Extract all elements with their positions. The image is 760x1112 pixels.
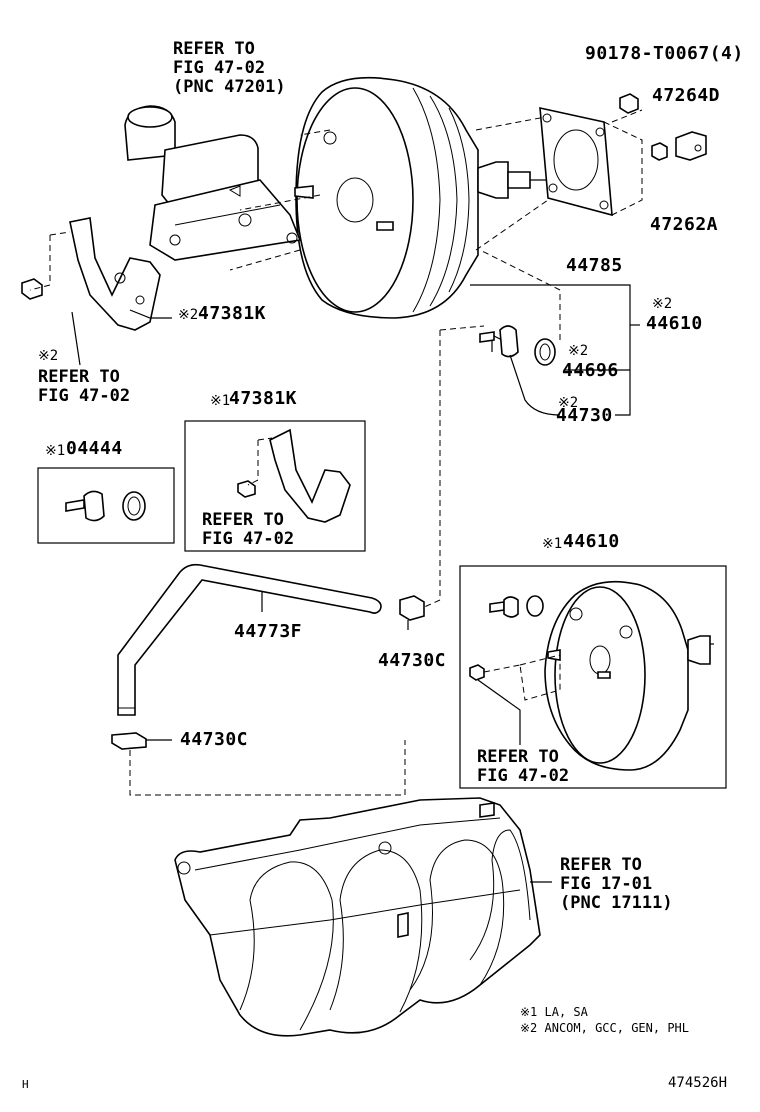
check-valve-04444[interactable] (65, 490, 146, 522)
mark-44730: ※2 (558, 395, 579, 411)
label-47262a: 47262A (650, 214, 719, 235)
legend-notes: ※1 LA, SA※2 ANCOM, GCC, GEN, PHL (520, 1005, 689, 1035)
box-44610 (459, 565, 727, 789)
label-44730c-upper: 44730C (378, 650, 447, 671)
master-cylinder[interactable] (124, 105, 302, 261)
bracket-47381k-variant[interactable] (237, 428, 351, 523)
nut-90178[interactable] (619, 93, 639, 114)
mark-47381k-box: ※1 (210, 393, 231, 409)
check-valve-44730[interactable] (479, 325, 519, 358)
mark-47381k: ※2 (178, 307, 199, 323)
mark-44696: ※2 (568, 343, 589, 359)
clevis-47264d[interactable] (675, 131, 707, 161)
label-44696: 44696 (562, 360, 619, 381)
label-44785: 44785 (566, 255, 623, 276)
label-44610: 44610 (646, 313, 703, 334)
grommet-44696[interactable] (534, 338, 556, 366)
label-44730c-lower: 44730C (180, 729, 249, 750)
label-47381k: 47381K (198, 303, 267, 324)
bracket-47381k[interactable] (69, 217, 161, 331)
mark-04444: ※1 (45, 443, 66, 459)
label-90178-t0067: 90178-T0067(4) (585, 43, 744, 64)
gasket-44785[interactable] (539, 106, 613, 217)
intake-manifold[interactable] (174, 797, 541, 1037)
box-47381k (184, 420, 366, 552)
mark-44610: ※2 (652, 296, 673, 312)
label-47381k-box: 47381K (229, 388, 298, 409)
box-04444 (37, 467, 175, 544)
mark-refer-left: ※2 (38, 348, 59, 364)
corner-code-left: H (22, 1078, 29, 1091)
brake-booster-main[interactable] (294, 76, 548, 319)
label-04444: 04444 (66, 438, 123, 459)
clamp-44730c-lower[interactable] (111, 732, 147, 750)
label-44773f: 44773F (234, 621, 303, 642)
brake-booster-variant[interactable] (469, 580, 714, 771)
label-44730: 44730 (556, 405, 613, 426)
diagram-id: 474526H (668, 1075, 728, 1091)
label-47264d: 47264D (652, 85, 721, 106)
hose-44773f[interactable] (117, 563, 382, 716)
clamp-44730c-upper[interactable] (399, 595, 425, 621)
bolt-left[interactable] (21, 278, 43, 300)
nut-47262a[interactable] (651, 142, 668, 161)
label-44610-box: 44610 (563, 531, 620, 552)
mark-44610-box: ※1 (542, 536, 563, 552)
